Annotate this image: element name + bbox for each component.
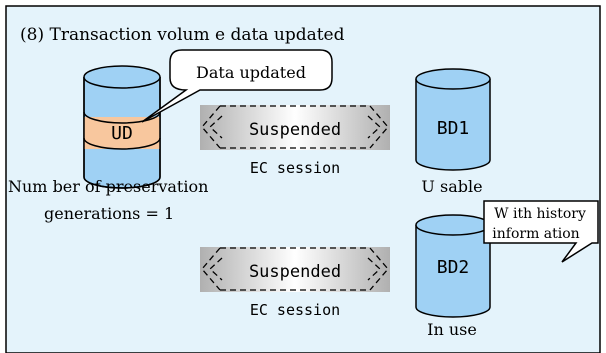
ud-caption-line2: generations = 1 [44,204,174,223]
ud-callout-text: Data updated [196,63,306,82]
bd1-caption: U sable [421,177,482,196]
bd2-callout-line1: W ith history [494,206,586,222]
bd2-caption: In use [427,320,477,339]
bd1-label: BD1 [437,118,470,139]
session-status-2: Suspended [249,262,341,282]
session-bar-1 [200,105,390,150]
ud-label: UD [111,123,133,144]
bd1-cylinder-database-icon [415,68,491,171]
bd2-callout-line2: inform ation [492,226,579,242]
session-caption-1: EC session [250,159,340,177]
diagram-title: (8) Transaction volum e data updated [20,25,345,45]
session-caption-2: EC session [250,301,340,319]
bd2-cylinder-database-icon [415,214,491,318]
session-bar-2 [200,247,390,292]
speech-callout-icon [483,200,599,263]
ud-caption-line1: Num ber of preservation [8,177,208,196]
speech-callout-icon [141,49,333,123]
session-status-1: Suspended [249,120,341,140]
double-arrow-icon [201,105,389,149]
double-arrow-icon [201,247,389,291]
ud-cylinder-database-icon [83,65,161,189]
bd2-label: BD2 [437,257,470,278]
